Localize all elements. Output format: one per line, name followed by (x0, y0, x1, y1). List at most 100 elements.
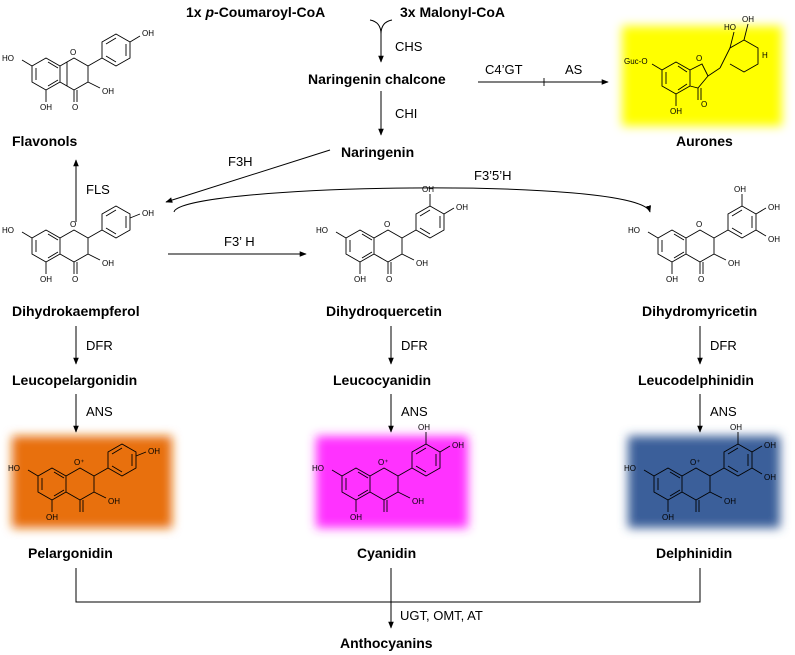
aurone-structure: Guc-O O OH O HO OH H (624, 15, 768, 116)
cyanidin-label: Cyanidin (357, 545, 416, 561)
enzyme-ans-left: ANS (86, 404, 113, 419)
svg-text:OH: OH (40, 103, 52, 112)
svg-text:OH: OH (108, 497, 120, 506)
dihydroquercetin-structure: HO O OH O OH OH OH (316, 185, 468, 284)
dihydromyricetin-label: Dihydromyricetin (642, 303, 757, 319)
cyanidin-highlight (316, 436, 468, 528)
flavonols-structure: HO O OH O OH OH (2, 29, 154, 112)
enzyme-dfr-middle: DFR (401, 338, 428, 353)
enzyme-fls: FLS (86, 182, 110, 197)
leucocyanidin-label: Leucocyanidin (333, 372, 431, 388)
svg-text:OH: OH (40, 275, 52, 284)
f3p5ph-arrow (173, 187, 651, 213)
leucodelphinidin-label: Leucodelphinidin (638, 372, 754, 388)
svg-text:H: H (762, 51, 768, 60)
svg-text:OH: OH (422, 185, 434, 194)
svg-text:OH: OH (734, 185, 746, 194)
svg-text:OH: OH (350, 513, 362, 522)
svg-text:OH: OH (742, 15, 754, 24)
leucopelargonidin-label: Leucopelargonidin (12, 372, 137, 388)
svg-text:OH: OH (418, 423, 430, 432)
svg-text:OH: OH (728, 259, 740, 268)
svg-text:Guc-O: Guc-O (624, 57, 648, 66)
pelargonidin-label: Pelargonidin (28, 545, 113, 561)
coumaroyl-coa-label: 1x p-Coumaroyl-CoA (186, 4, 325, 20)
malonyl-coa-label: 3x Malonyl-CoA (400, 4, 505, 20)
svg-text:HO: HO (8, 464, 20, 473)
chs-merge-curve (369, 19, 393, 35)
naringenin-chalcone-label: Naringenin chalcone (308, 71, 446, 87)
enzyme-f3ph: F3’ H (224, 234, 255, 249)
svg-text:HO: HO (2, 226, 14, 235)
svg-text:OH: OH (764, 441, 776, 450)
svg-text:HO: HO (624, 464, 636, 473)
aurones-label: Aurones (676, 133, 733, 149)
svg-text:OH: OH (102, 87, 114, 96)
pelargonidin-highlight (12, 436, 172, 528)
svg-text:O: O (386, 275, 392, 284)
svg-text:OH: OH (730, 423, 742, 432)
svg-text:O: O (72, 275, 78, 284)
svg-text:OH: OH (724, 497, 736, 506)
enzyme-dfr-left: DFR (86, 338, 113, 353)
enzyme-dfr-right: DFR (710, 338, 737, 353)
svg-text:HO: HO (312, 464, 324, 473)
flavonols-label: Flavonols (12, 133, 78, 149)
svg-text:O⁺: O⁺ (690, 458, 700, 467)
dihydromyricetin-structure: HO O OH O OH OH OH OH (628, 185, 780, 284)
enzyme-chs: CHS (395, 39, 423, 54)
naringenin-label: Naringenin (341, 144, 414, 160)
dihydroquercetin-label: Dihydroquercetin (326, 303, 442, 319)
enzyme-ans-right: ANS (710, 404, 737, 419)
svg-text:OH: OH (46, 513, 58, 522)
enzyme-chi: CHI (395, 106, 417, 121)
enzyme-f3h: F3H (228, 154, 253, 169)
svg-text:O⁺: O⁺ (74, 458, 84, 467)
svg-text:OH: OH (142, 209, 154, 218)
svg-text:O: O (70, 220, 76, 229)
dihydrokaempferol-label: Dihydrokaempferol (12, 303, 140, 319)
svg-text:OH: OH (666, 275, 678, 284)
svg-text:OH: OH (412, 497, 424, 506)
svg-text:OH: OH (142, 29, 154, 38)
aurones-highlight (622, 26, 782, 126)
delphinidin-label: Delphinidin (656, 545, 732, 561)
svg-text:HO: HO (628, 226, 640, 235)
convergence-bracket (75, 568, 701, 603)
svg-text:OH: OH (102, 259, 114, 268)
svg-text:OH: OH (456, 203, 468, 212)
svg-text:O: O (698, 275, 704, 284)
svg-text:OH: OH (670, 107, 682, 116)
svg-text:OH: OH (354, 275, 366, 284)
svg-text:O: O (384, 220, 390, 229)
cyanidin-structure: HO O⁺ OH OH OH OH (312, 423, 464, 522)
enzyme-f3p5ph: F3’5’H (474, 168, 512, 183)
svg-text:OH: OH (764, 473, 776, 482)
delphinidin-highlight (628, 436, 780, 528)
anthocyanins-label: Anthocyanins (340, 635, 433, 651)
svg-text:OH: OH (416, 259, 428, 268)
enzyme-c4gt: C4’GT (485, 62, 523, 77)
svg-text:O: O (72, 103, 78, 112)
f3h-arrow (165, 149, 331, 203)
svg-text:O: O (696, 220, 702, 229)
svg-text:OH: OH (662, 513, 674, 522)
svg-text:HO: HO (2, 54, 14, 63)
delphinidin-structure: HO O⁺ OH OH OH OH OH (624, 423, 776, 522)
svg-text:HO: HO (316, 226, 328, 235)
enzyme-final: UGT, OMT, AT (400, 608, 483, 623)
svg-text:O: O (696, 54, 702, 63)
svg-text:OH: OH (768, 203, 780, 212)
pelargonidin-structure: HO O⁺ OH OH OH (8, 443, 160, 522)
enzyme-ans-middle: ANS (401, 404, 428, 419)
svg-text:OH: OH (452, 441, 464, 450)
svg-text:HO: HO (724, 23, 736, 32)
svg-text:O: O (701, 100, 707, 109)
dihydrokaempferol-structure: HO O OH O OH OH (2, 205, 154, 284)
svg-text:O⁺: O⁺ (378, 458, 388, 467)
svg-text:OH: OH (768, 235, 780, 244)
svg-text:O: O (70, 48, 76, 57)
svg-text:OH: OH (148, 447, 160, 456)
